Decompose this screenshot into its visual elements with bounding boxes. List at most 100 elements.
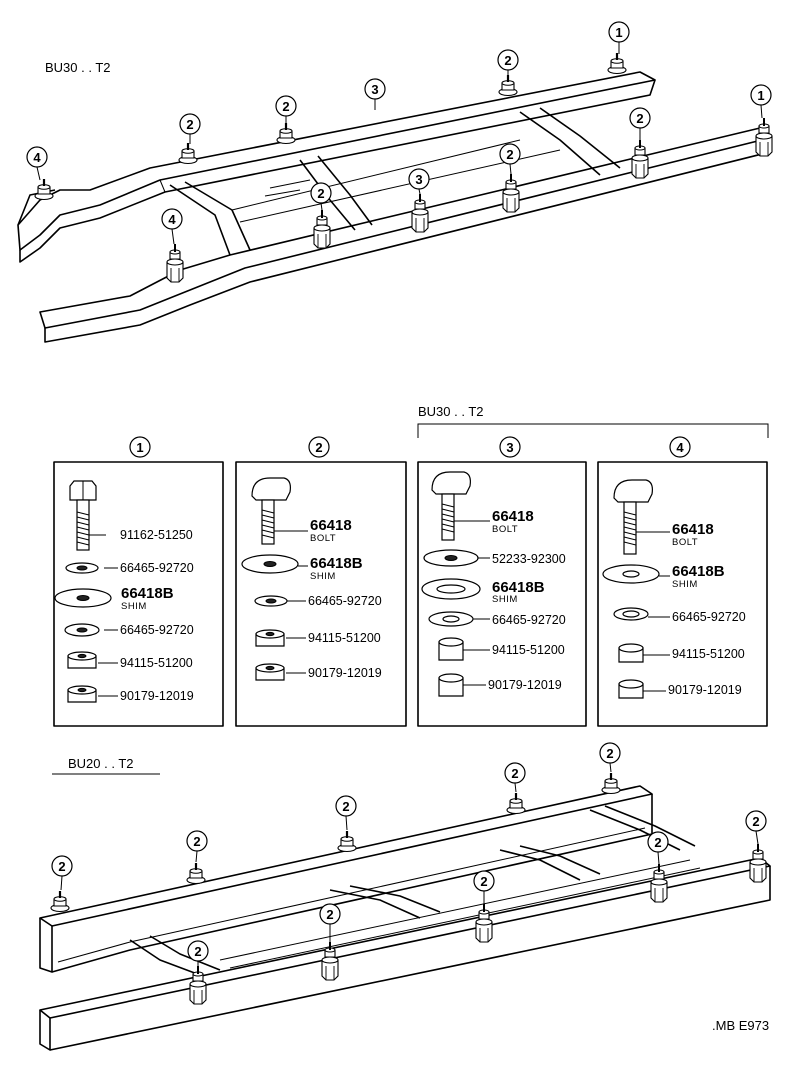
box-4-labels: 66418 BOLT 66418B SHIM 66465-92720 94115… [668,521,746,697]
callout-1-b: 1 [750,84,772,119]
svg-text:52233-92300: 52233-92300 [492,552,566,566]
box-4 [597,461,768,727]
svg-text:2: 2 [58,859,65,874]
svg-text:3: 3 [506,440,513,455]
box-1 [53,461,224,727]
group-model-label: BU30 . . T2 [418,404,484,419]
svg-text:BOLT: BOLT [492,524,518,535]
svg-text:90179-12019: 90179-12019 [120,689,194,703]
svg-text:91162-51250: 91162-51250 [120,528,193,542]
top-model-label: BU30 . . T2 [45,60,111,75]
box-1-parts [54,480,118,703]
svg-text:SHIM: SHIM [672,579,698,590]
svg-text:2: 2 [315,440,322,455]
svg-text:SHIM: SHIM [121,601,147,612]
svg-text:2: 2 [342,799,349,814]
column-numbers: 1 2 3 4 [129,436,691,458]
svg-text:2: 2 [326,907,333,922]
group-bracket [417,423,769,438]
svg-text:2: 2 [186,117,193,132]
callout-2-j: 2 [504,762,526,793]
callout-2-h: 2 [186,830,208,863]
svg-text:90179-12019: 90179-12019 [308,666,382,680]
svg-text:3: 3 [371,82,378,97]
callout-2-d: 2 [629,107,651,140]
callout-4-b: 4 [161,208,183,245]
top-mounts [33,51,773,283]
top-callouts: 4 2 2 3 2 1 1 2 2 3 2 4 [26,21,772,245]
box-4-parts [602,479,670,699]
callout-2-c: 2 [497,49,519,76]
svg-text:94115-51200: 94115-51200 [492,643,565,657]
bottom-frame-drawing [39,785,771,1051]
svg-text:2: 2 [282,99,289,114]
svg-text:BOLT: BOLT [672,537,698,548]
box-1-labels: 91162-51250 66465-92720 66418B SHIM 6646… [120,528,194,703]
svg-text:66418B: 66418B [121,585,174,602]
callout-2-p: 2 [187,940,209,966]
box-2-labels: 66418 BOLT 66418B SHIM 66465-92720 94115… [308,517,382,680]
box-2 [235,461,407,727]
callout-2-n: 2 [473,870,495,904]
callout-2-b: 2 [275,95,297,124]
box-3 [417,461,587,727]
svg-text:94115-51200: 94115-51200 [120,656,193,670]
svg-text:90179-12019: 90179-12019 [668,683,742,697]
svg-text:94115-51200: 94115-51200 [308,631,381,645]
svg-text:66418: 66418 [672,521,714,538]
svg-text:66418: 66418 [492,508,534,525]
callout-3-b: 3 [408,168,430,195]
svg-text:3: 3 [415,172,422,187]
callout-2-e: 2 [499,143,521,175]
svg-text:2: 2 [511,766,518,781]
svg-text:2: 2 [506,147,513,162]
svg-text:BOLT: BOLT [310,533,336,544]
svg-text:2: 2 [606,746,613,761]
svg-text:66418B: 66418B [310,555,363,572]
callout-3-a: 3 [364,78,386,110]
svg-text:1: 1 [136,440,143,455]
svg-text:2: 2 [752,814,759,829]
bottom-model-label: BU20 . . T2 [68,756,134,771]
box-3-parts [421,471,490,697]
svg-text:66465-92720: 66465-92720 [672,610,746,624]
callout-2-m: 2 [647,831,669,865]
callout-1-a: 1 [608,21,630,54]
svg-text:66418B: 66418B [492,579,545,596]
bottom-callouts: 2 2 2 2 2 2 2 2 2 2 [51,742,767,966]
svg-text:2: 2 [194,944,201,959]
svg-text:4: 4 [168,212,176,227]
callout-2-o: 2 [319,903,341,942]
footer-code: .MB E973 [712,1018,769,1033]
box-3-labels: 66418 BOLT 52233-92300 66418B SHIM 66465… [488,508,566,692]
svg-text:1: 1 [615,25,622,40]
svg-text:4: 4 [33,150,41,165]
svg-text:66418: 66418 [310,517,352,534]
svg-text:SHIM: SHIM [492,594,518,605]
svg-text:66465-92720: 66465-92720 [120,561,194,575]
svg-text:4: 4 [676,440,684,455]
svg-text:90179-12019: 90179-12019 [488,678,562,692]
svg-text:2: 2 [480,874,487,889]
svg-text:SHIM: SHIM [310,571,336,582]
box-2-parts [241,477,308,681]
svg-text:2: 2 [636,111,643,126]
callout-2-l: 2 [745,810,767,845]
svg-text:66465-92720: 66465-92720 [492,613,566,627]
svg-text:66465-92720: 66465-92720 [308,594,382,608]
svg-text:2: 2 [654,835,661,850]
svg-text:66465-92720: 66465-92720 [120,623,194,637]
callout-2-g: 2 [51,855,73,891]
callout-2-k: 2 [599,742,621,773]
callout-2-i: 2 [335,795,357,831]
svg-text:2: 2 [193,834,200,849]
svg-text:2: 2 [504,53,511,68]
callout-2-a: 2 [179,113,201,144]
svg-text:1: 1 [757,88,764,103]
callout-4-a: 4 [26,146,48,181]
svg-text:94115-51200: 94115-51200 [672,647,745,661]
svg-text:2: 2 [317,186,324,201]
callout-2-f: 2 [310,182,332,211]
top-frame-drawing [17,71,771,343]
